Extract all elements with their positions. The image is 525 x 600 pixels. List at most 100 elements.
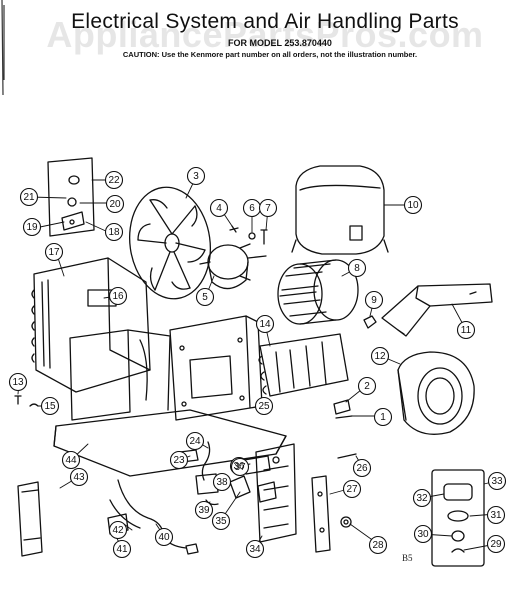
side-bracket-part <box>311 475 331 553</box>
callout-circle-10 <box>403 195 423 215</box>
callout-circle-19 <box>22 217 42 237</box>
screws-group <box>14 395 39 407</box>
callout-label-1: 1 <box>380 412 386 423</box>
callout-label-31: 31 <box>490 510 502 521</box>
callout-circle-25 <box>254 396 274 416</box>
callout-circle-26 <box>352 458 372 478</box>
blower-wheel-part <box>277 259 359 325</box>
callout-label-14: 14 <box>259 319 271 330</box>
callout-circle-1 <box>373 407 393 427</box>
callout-circle-2 <box>357 376 377 396</box>
callout-label-41: 41 <box>116 544 128 555</box>
callout-circle-11 <box>456 320 476 340</box>
base-pan-part <box>53 315 287 477</box>
page-title: Electrical System and Air Handling Parts <box>71 10 459 33</box>
callout-circle-7 <box>258 198 278 218</box>
callout-label-32: 32 <box>416 493 428 504</box>
callout-label-38: 38 <box>216 477 228 488</box>
callout-label-7: 7 <box>265 203 271 214</box>
callout-label-29: 29 <box>490 539 502 550</box>
power-cord-group <box>107 479 199 555</box>
control-panel-part <box>255 443 297 543</box>
caution-note: CAUTION: Use the Kenmore part number on … <box>122 50 418 59</box>
callout-label-12: 12 <box>374 351 386 362</box>
callout-label-28: 28 <box>372 540 384 551</box>
callout-label-19: 19 <box>26 222 38 233</box>
callout-label-17: 17 <box>48 247 60 258</box>
fan-blade-part <box>128 186 212 300</box>
callout-circle-31 <box>486 505 506 525</box>
page-code: B5 <box>402 553 413 563</box>
callout-circle-15 <box>40 396 60 416</box>
callout-label-44: 44 <box>65 455 77 466</box>
callout-circle-37 <box>230 457 250 477</box>
callout-circle-21 <box>19 187 39 207</box>
callout-label-27: 27 <box>346 484 358 495</box>
callout-circle-9 <box>364 290 384 310</box>
callout-label-26: 26 <box>356 463 368 474</box>
callout-label-16: 16 <box>112 291 124 302</box>
callout-circle-27 <box>342 479 362 499</box>
scan-edge-mark <box>0 0 6 96</box>
pin-and-knob-group <box>337 453 357 528</box>
callout-label-4: 4 <box>216 203 222 214</box>
callout-circle-20 <box>105 194 125 214</box>
callout-label-43: 43 <box>73 472 85 483</box>
callout-label-35: 35 <box>215 516 227 527</box>
callout-label-6: 6 <box>249 203 255 214</box>
model-number: FOR MODEL 253.870440 <box>228 38 332 48</box>
callout-label-25: 25 <box>258 401 270 412</box>
callout-circle-24 <box>185 431 205 451</box>
callout-circle-39 <box>194 500 214 520</box>
callout-circle-43 <box>69 467 89 487</box>
callout-circle-44 <box>61 450 81 470</box>
callout-label-15: 15 <box>44 401 56 412</box>
side-panel-part <box>17 481 43 557</box>
callout-label-5: 5 <box>202 292 208 303</box>
callout-label-8: 8 <box>354 263 360 274</box>
callout-label-22: 22 <box>108 175 120 186</box>
evaporator-coil-part <box>257 333 349 412</box>
callout-circle-41 <box>112 539 132 559</box>
callout-circle-14 <box>255 314 275 334</box>
nut-part <box>363 315 377 329</box>
callout-circle-18 <box>104 222 124 242</box>
callout-circle-32 <box>412 488 432 508</box>
thermistor-group <box>333 399 353 419</box>
callout-circle-40 <box>154 527 174 547</box>
callout-label-40: 40 <box>158 532 170 543</box>
callout-circle-22 <box>104 170 124 190</box>
callout-circle-28 <box>368 535 388 555</box>
callout-label-34: 34 <box>249 544 261 555</box>
callout-label-23: 23 <box>173 455 185 466</box>
condenser-coil-part <box>31 257 151 393</box>
callout-circle-29 <box>486 534 506 554</box>
callout-circle-13 <box>8 372 28 392</box>
callout-circle-12 <box>370 346 390 366</box>
callout-label-10: 10 <box>407 200 419 211</box>
callout-label-9: 9 <box>371 295 377 306</box>
callout-label-2: 2 <box>364 381 370 392</box>
callout-circle-3 <box>186 166 206 186</box>
callout-circle-4 <box>209 198 229 218</box>
control-knob-group <box>431 469 485 567</box>
mounting-plate-part <box>381 283 493 337</box>
callout-circle-38 <box>212 472 232 492</box>
callout-label-13: 13 <box>12 377 24 388</box>
callout-label-37: 37 <box>234 462 246 473</box>
compressor-part <box>291 165 389 255</box>
fan-motor-part <box>199 243 267 290</box>
callout-circle-16 <box>108 286 128 306</box>
callout-circle-17 <box>44 242 64 262</box>
callout-label-33: 33 <box>491 476 503 487</box>
callout-label-42: 42 <box>112 525 124 536</box>
callout-label-21: 21 <box>23 192 35 203</box>
callout-circle-34 <box>245 539 265 559</box>
callout-label-36: 36 <box>233 461 245 472</box>
blower-housing-part <box>397 351 475 435</box>
callout-circle-42 <box>108 520 128 540</box>
callout-circle-30 <box>413 524 433 544</box>
callout-circle-33 <box>487 471 507 491</box>
